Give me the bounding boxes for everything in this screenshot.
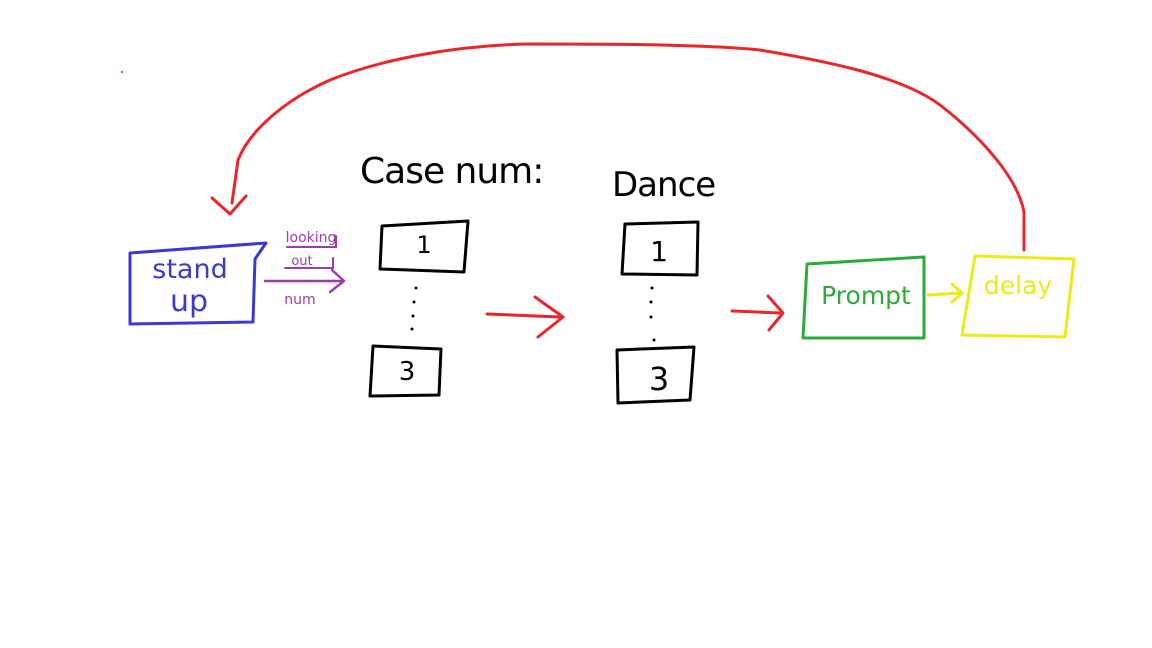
- dance-box-1: [620, 220, 700, 277]
- dance-ellipsis: [649, 286, 656, 342]
- prompt-label: Prompt: [821, 281, 911, 310]
- prompt-delay-arrowhead: [950, 282, 964, 304]
- case-num-ellipsis: [410, 286, 418, 331]
- stray-dot: [121, 71, 123, 73]
- delay-box: [960, 254, 1076, 339]
- case-num-box-3-label: 3: [399, 357, 416, 387]
- edge-delay-to-standup: [210, 42, 1026, 252]
- node-standup: stand up: [128, 241, 268, 326]
- out-underline: [284, 257, 334, 269]
- case-num-box-1: [378, 219, 470, 274]
- case-num-box-1-label: 1: [416, 231, 431, 259]
- standup-label-line1: stand: [152, 254, 227, 285]
- case-num-heading: Case num:: [360, 151, 543, 192]
- dance-heading: Dance: [612, 165, 715, 205]
- case-num-box-3: [368, 344, 443, 398]
- prompt-delay-arrow-line: [926, 291, 962, 297]
- case-dance-arrow-line: [485, 312, 562, 319]
- dance-box-1-label: 1: [650, 235, 668, 268]
- looking-underline: [286, 235, 337, 248]
- edge-prompt-to-delay: [926, 282, 964, 304]
- case-dance-arrowhead: [533, 295, 565, 339]
- dance-prompt-arrow-line: [730, 309, 782, 315]
- node-case-num: Case num: 1 3: [360, 151, 544, 398]
- edge-label-looking: looking: [286, 230, 337, 246]
- standup-box: [128, 241, 268, 326]
- dance-prompt-arrowhead: [766, 294, 785, 332]
- edge-standup-to-case: looking out num: [263, 230, 346, 308]
- node-prompt: Prompt: [801, 255, 926, 340]
- edge-label-out: out: [291, 254, 312, 269]
- node-dance: Dance 1 3: [612, 165, 716, 405]
- node-delay: delay: [960, 254, 1076, 339]
- feedback-arrowhead: [210, 194, 248, 216]
- delay-label: delay: [984, 271, 1053, 300]
- dance-box-3: [615, 345, 696, 405]
- standup-case-arrowhead: [328, 268, 346, 294]
- dance-box-3-label: 3: [649, 360, 669, 398]
- prompt-box: [801, 255, 926, 340]
- standup-label-line2: up: [170, 284, 208, 319]
- edge-dance-to-prompt: [730, 294, 785, 332]
- feedback-arc: [230, 42, 1026, 252]
- edge-label-num: num: [284, 292, 315, 308]
- edge-case-to-dance: [485, 295, 565, 339]
